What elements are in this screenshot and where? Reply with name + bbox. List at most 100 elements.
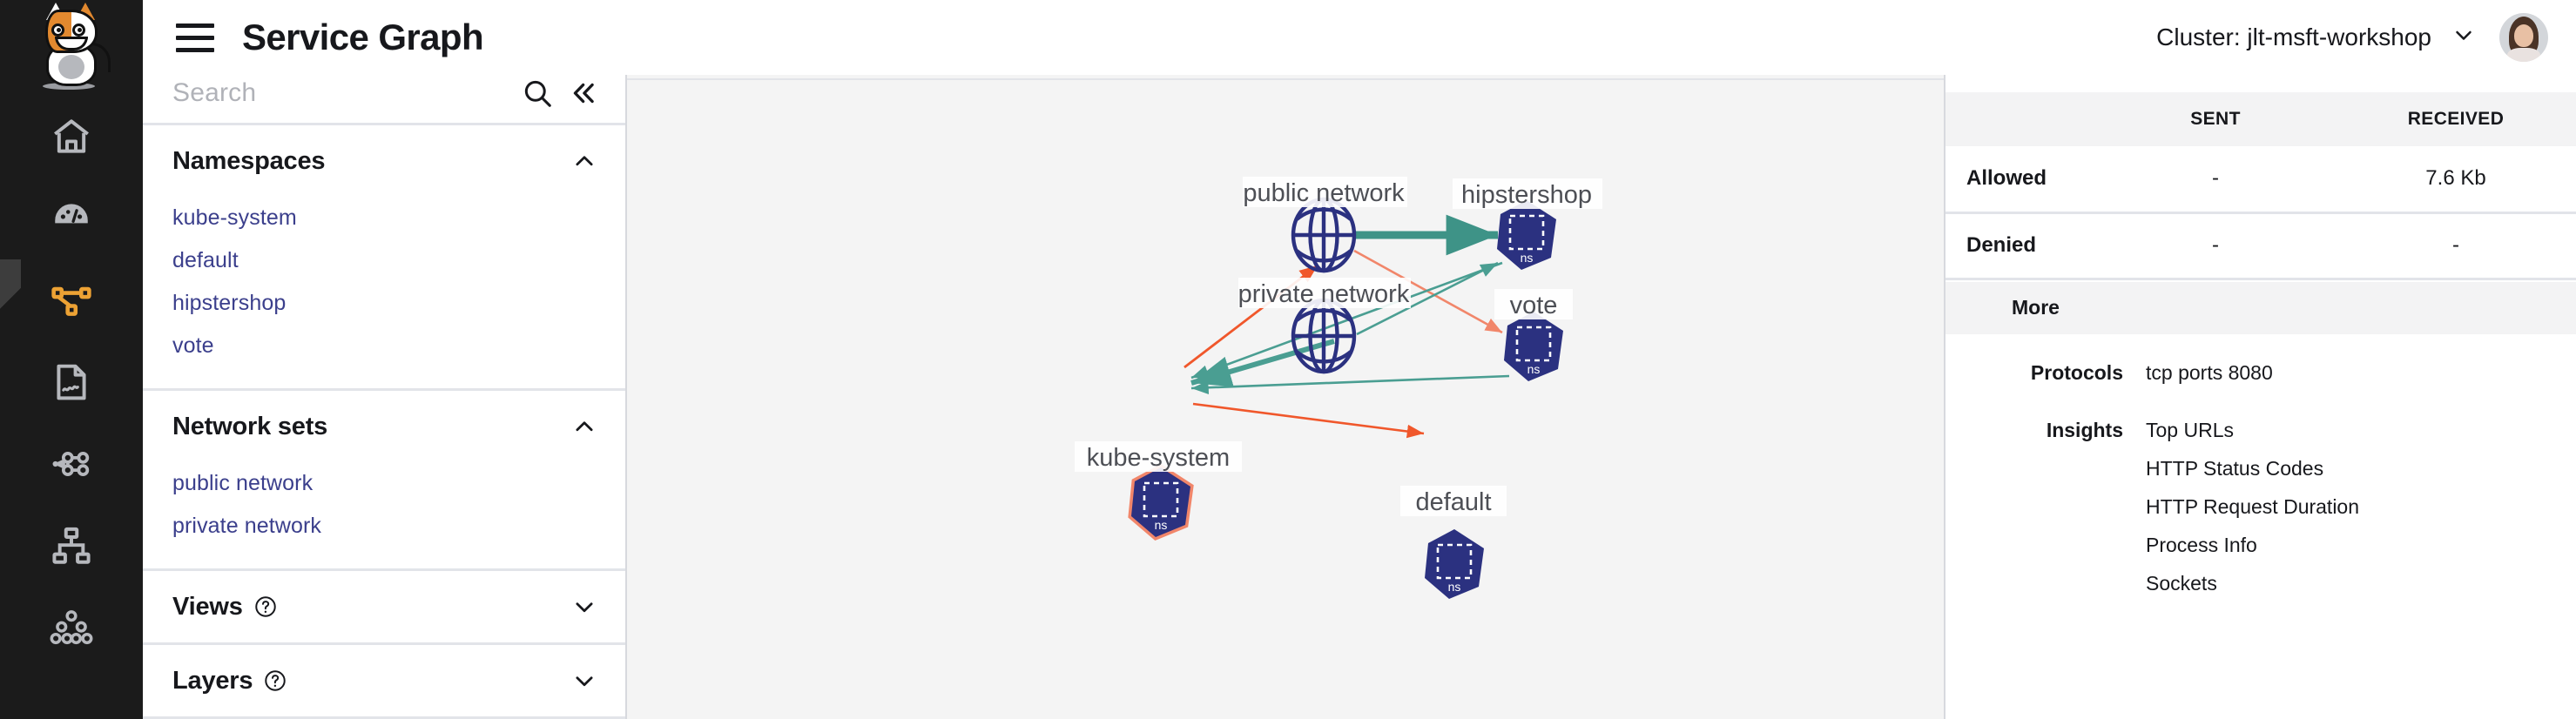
section-namespaces-header[interactable]: Namespaces: [143, 125, 625, 197]
chevron-down-icon[interactable]: [571, 594, 597, 620]
network-icon: [52, 452, 90, 476]
policies-icon: [52, 527, 91, 564]
home-icon: [54, 119, 89, 153]
graph-node-vote[interactable]: ns vote: [1494, 289, 1573, 381]
svg-text:ns: ns: [1527, 362, 1541, 376]
cell-denied-received: -: [2336, 212, 2576, 280]
avatar[interactable]: [2499, 13, 2548, 62]
edge-hipstershop-to-kube-system[interactable]: [1190, 261, 1503, 380]
row-label-allowed: Allowed: [1945, 146, 2095, 214]
chevron-down-icon[interactable]: [571, 668, 597, 694]
logs-icon: [57, 364, 86, 400]
help-circle-icon[interactable]: [253, 595, 278, 619]
more-section-header[interactable]: More: [1945, 281, 2576, 334]
search-input[interactable]: [172, 77, 509, 108]
node-label: public network: [1243, 179, 1405, 207]
svg-text:ns: ns: [1448, 580, 1461, 594]
edge-public-network-to-vote[interactable]: [1353, 249, 1503, 334]
chevron-up-icon[interactable]: [571, 148, 597, 174]
row-label-denied: Denied: [1945, 212, 2095, 280]
table-header-blank: [1945, 92, 2095, 146]
graph-node-kube-system[interactable]: ns kube-system: [1075, 441, 1242, 541]
cluster-selector[interactable]: Cluster: jlt-msft-workshop: [2156, 22, 2477, 54]
filter-panel: Namespaces kube-system default hipstersh…: [143, 0, 627, 719]
insight-http-status-codes[interactable]: HTTP Status Codes: [2146, 456, 2324, 480]
table-header-sent: SENT: [2095, 92, 2336, 146]
cell-allowed-received: 7.6 Kb: [2336, 146, 2576, 214]
dashboard-icon: [55, 204, 88, 224]
networkset-item-private-network[interactable]: private network: [172, 514, 322, 538]
section-namespaces: Namespaces kube-system default hipstersh…: [143, 125, 625, 391]
protocols-label: Protocols: [2030, 360, 2123, 384]
rail-item-network-sets[interactable]: [0, 423, 143, 505]
protocol-item: tcp ports 8080: [2146, 360, 2273, 384]
graph-area: Namespaces from 15 minutes to 0 minutes …: [627, 0, 1945, 719]
node-label: vote: [1510, 292, 1558, 319]
top-bar-right: Cluster: jlt-msft-workshop: [2156, 13, 2548, 62]
collapse-panel-icon[interactable]: [566, 77, 599, 110]
rail-item-dashboards[interactable]: [0, 178, 143, 259]
section-network-sets: Network sets public network private netw…: [143, 391, 625, 571]
section-namespaces-items: kube-system default hipstershop vote: [143, 197, 625, 388]
graph-node-default[interactable]: ns default: [1400, 486, 1507, 599]
cluster-label: Cluster: jlt-msft-workshop: [2156, 24, 2431, 50]
chevron-up-icon[interactable]: [571, 413, 597, 440]
graph-canvas[interactable]: public network private network: [627, 80, 1944, 719]
section-title: Views: [172, 592, 243, 621]
insight-process-info[interactable]: Process Info: [2146, 533, 2257, 556]
rail-item-nodes[interactable]: [0, 587, 143, 669]
namespace-item-default[interactable]: default: [172, 248, 239, 272]
table-row: Allowed - 7.6 Kb: [1945, 146, 2576, 214]
table-header-received: RECEIVED: [2336, 92, 2576, 146]
detail-panel: public network ≫ hipstershop SENT RECEIV…: [1945, 0, 2576, 719]
edge-private-network-to-hipstershop[interactable]: [1356, 261, 1499, 336]
section-title: Namespaces: [172, 146, 326, 175]
svg-text:ns: ns: [1521, 251, 1534, 265]
insight-top-urls[interactable]: Top URLs: [2146, 418, 2234, 441]
section-layers-header[interactable]: Layers: [143, 645, 625, 716]
section-title: Network sets: [172, 412, 328, 440]
calico-cat-logo: [0, 0, 143, 96]
namespace-item-hipstershop[interactable]: hipstershop: [172, 291, 287, 315]
cell-denied-sent: -: [2095, 212, 2336, 280]
service-graph-icon: [51, 286, 91, 316]
table-header-row: SENT RECEIVED: [1945, 92, 2576, 146]
graph-node-hipstershop[interactable]: ns hipstershop: [1453, 178, 1602, 270]
node-label: default: [1415, 488, 1491, 516]
section-layers: Layers: [143, 645, 625, 719]
section-views-header[interactable]: Views: [143, 571, 625, 642]
namespace-item-vote[interactable]: vote: [172, 333, 214, 358]
service-graph-svg: public network private network: [1075, 177, 1602, 599]
namespace-item-kube-system[interactable]: kube-system: [172, 205, 297, 230]
hamburger-icon[interactable]: [176, 23, 214, 52]
search-icon[interactable]: [521, 77, 554, 110]
chevron-down-icon[interactable]: [2451, 22, 2477, 54]
node-label: private network: [1238, 280, 1410, 308]
rail-item-policies[interactable]: [0, 505, 143, 587]
nodes-icon: [50, 610, 93, 645]
networkset-item-public-network[interactable]: public network: [172, 471, 314, 495]
protocols-value: tcp ports 8080: [2146, 353, 2273, 392]
icon-rail: [0, 0, 143, 719]
edge-vote-to-kube-system[interactable]: [1190, 374, 1510, 395]
graph-node-private-network[interactable]: private network: [1238, 278, 1411, 374]
rail-item-service-graph[interactable]: [0, 259, 143, 341]
traffic-table: SENT RECEIVED Allowed - 7.6 Kb Denied - …: [1945, 92, 2576, 280]
node-label: kube-system: [1087, 444, 1230, 472]
cell-allowed-sent: -: [2095, 146, 2336, 214]
page-title: Service Graph: [242, 17, 484, 57]
section-network-sets-header[interactable]: Network sets: [143, 391, 625, 462]
insight-sockets[interactable]: Sockets: [2146, 571, 2217, 595]
rail-item-logs[interactable]: [0, 341, 143, 423]
insight-http-request-duration[interactable]: HTTP Request Duration: [2146, 494, 2360, 518]
section-network-sets-items: public network private network: [143, 462, 625, 568]
help-circle-icon[interactable]: [263, 669, 287, 693]
rail-item-home[interactable]: [0, 96, 143, 178]
edge-kube-system-to-default[interactable]: [1192, 402, 1425, 439]
protocols-field: Protocols tcp ports 8080: [1945, 334, 2576, 392]
graph-node-public-network[interactable]: public network: [1243, 177, 1407, 273]
node-label: hipstershop: [1461, 181, 1592, 209]
insights-field: Insights Top URLs HTTP Status Codes HTTP…: [1945, 392, 2576, 602]
table-row: Denied - -: [1945, 212, 2576, 280]
